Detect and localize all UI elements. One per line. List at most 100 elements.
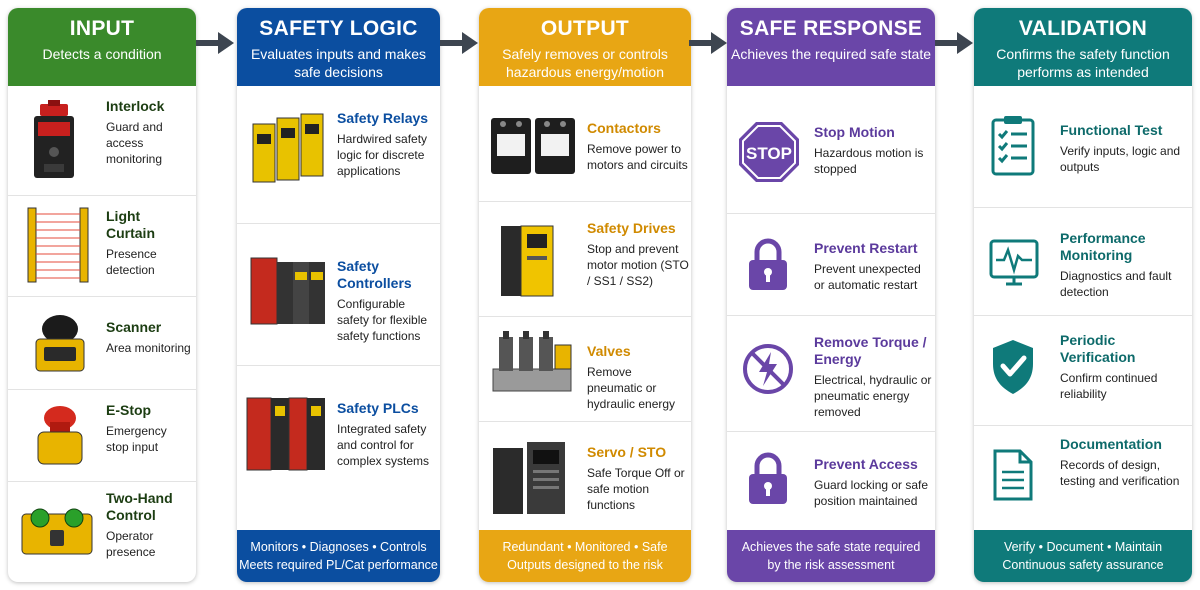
validation-items: Functional Test Verify inputs, logic and… xyxy=(974,86,1192,530)
input-item-name: Interlock xyxy=(106,98,165,114)
validation-item-documentation: Documentation Records of design, testing… xyxy=(974,426,1192,530)
response-header: SAFE RESPONSE Achieves the required safe… xyxy=(727,8,935,86)
response-item-stop-motion: STOP Stop Motion Hazardous motion is sto… xyxy=(727,86,935,214)
logic-footer-line2: Meets required PL/Cat performance xyxy=(239,558,438,572)
input-item-desc: Area monitoring xyxy=(106,341,191,355)
logic-header: SAFETY LOGIC Evaluates inputs and makes … xyxy=(237,8,440,86)
logic-item-name: Safety Controllers xyxy=(337,258,412,291)
validation-item-name: Functional Test xyxy=(1060,122,1163,138)
logic-item-desc: Configurable safety for flexible safety … xyxy=(337,297,428,343)
input-item-name: E-Stop xyxy=(106,402,152,418)
validation-subtitle: Confirms the safety function performs as… xyxy=(996,46,1170,80)
shield-check-icon xyxy=(990,338,1036,401)
response-subtitle: Achieves the required safe state xyxy=(730,46,931,62)
validation-item-periodic-verification: Periodic Verification Confirm continued … xyxy=(974,316,1192,426)
output-item-valves: Valves Remove pneumatic or hydraulic ene… xyxy=(479,317,691,422)
valves-image xyxy=(489,329,575,412)
output-item-desc: Stop and prevent motor motion (STO / SS1… xyxy=(587,242,689,288)
output-item-desc: Remove power to motors and circuits xyxy=(587,142,688,172)
input-item-interlock: Interlock Guard and access monitoring xyxy=(8,86,196,196)
logic-footer: Monitors • Diagnoses • Controls Meets re… xyxy=(237,530,440,582)
padlock-icon xyxy=(747,452,789,511)
response-title: SAFE RESPONSE xyxy=(739,17,923,40)
response-item-name: Prevent Restart xyxy=(814,240,918,256)
interlock-switch-image xyxy=(26,100,82,191)
output-item-safety-drives: Safety Drives Stop and prevent motor mot… xyxy=(479,202,691,317)
contactors-image xyxy=(489,112,577,183)
right-arrow-icon xyxy=(440,32,478,54)
validation-title: VALIDATION xyxy=(1018,17,1148,40)
input-items: Interlock Guard and access monitoring xyxy=(8,86,196,582)
logic-item-safety-relays: Safety Relays Hardwired safety logic for… xyxy=(237,86,440,224)
validation-item-name: Periodic Verification xyxy=(1060,332,1136,365)
two-hand-control-image xyxy=(20,500,94,565)
logic-item-safety-controllers: Safety Controllers Configurable safety f… xyxy=(237,224,440,366)
output-item-name: Safety Drives xyxy=(587,220,676,236)
logic-item-desc: Integrated safety and control for comple… xyxy=(337,422,430,468)
output-item-servo-sto: Servo / STO Safe Torque Off or safe moti… xyxy=(479,422,691,530)
output-footer: Redundant • Monitored • Safe Outputs des… xyxy=(479,530,691,582)
servo-drive-image xyxy=(489,438,569,523)
output-item-name: Contactors xyxy=(587,120,661,136)
validation-item-desc: Confirm continued reliability xyxy=(1060,371,1158,401)
output-title: OUTPUT xyxy=(540,17,630,40)
response-item-name: Prevent Access xyxy=(814,456,918,472)
output-footer-line2: Outputs designed to the risk xyxy=(507,558,663,572)
right-arrow-icon xyxy=(196,32,234,54)
input-item-name: Light Curtain xyxy=(106,208,155,241)
response-item-prevent-restart: Prevent Restart Prevent unexpected or au… xyxy=(727,214,935,316)
safety-controllers-image xyxy=(247,252,329,337)
input-item-name: Scanner xyxy=(106,319,162,335)
no-energy-icon xyxy=(741,342,795,401)
response-item-desc: Guard locking or safe position maintaine… xyxy=(814,478,929,508)
input-item-desc: Emergency stop input xyxy=(106,424,167,454)
response-items: STOP Stop Motion Hazardous motion is sto… xyxy=(727,86,935,530)
logic-item-desc: Hardwired safety logic for discrete appl… xyxy=(337,132,428,178)
safety-relays-image xyxy=(249,110,327,195)
padlock-icon xyxy=(747,238,789,297)
input-item-name: Two-Hand Control xyxy=(106,490,173,523)
logic-title: SAFETY LOGIC xyxy=(259,17,418,40)
input-item-desc: Presence detection xyxy=(106,247,157,277)
output-item-contactors: Contactors Remove power to motors and ci… xyxy=(479,86,691,202)
response-item-desc: Prevent unexpected or automatic restart xyxy=(814,262,921,292)
input-item-e-stop: E-Stop Emergency stop input xyxy=(8,390,196,482)
output-item-name: Valves xyxy=(587,343,631,359)
logic-item-name: Safety Relays xyxy=(337,110,429,126)
logic-item-safety-plcs: Safety PLCs Integrated safety and contro… xyxy=(237,366,440,530)
validation-item-functional-test: Functional Test Verify inputs, logic and… xyxy=(974,86,1192,208)
validation-column: VALIDATION Confirms the safety function … xyxy=(974,8,1192,582)
response-footer-line2: by the risk assessment xyxy=(767,558,895,572)
logic-subtitle: Evaluates inputs and makes safe decision… xyxy=(250,46,427,80)
response-item-name: Stop Motion xyxy=(814,124,895,140)
input-column: INPUT Detects a condition Interlock Guar… xyxy=(8,8,196,582)
area-scanner-image xyxy=(30,311,90,382)
checklist-icon xyxy=(990,114,1036,181)
safety-logic-column: SAFETY LOGIC Evaluates inputs and makes … xyxy=(237,8,440,582)
response-footer: Achieves the safe state required by the … xyxy=(727,530,935,582)
input-title: INPUT xyxy=(69,17,135,40)
validation-footer: Verify • Document • Maintain Continuous … xyxy=(974,530,1192,582)
validation-item-name: Performance Monitoring xyxy=(1060,230,1146,263)
output-items: Contactors Remove power to motors and ci… xyxy=(479,86,691,530)
response-item-name: Remove Torque / Energy xyxy=(814,334,927,367)
response-item-remove-torque: Remove Torque / Energy Electrical, hydra… xyxy=(727,316,935,432)
validation-item-desc: Diagnostics and fault detection xyxy=(1060,269,1172,299)
validation-item-performance-monitoring: Performance Monitoring Diagnostics and f… xyxy=(974,208,1192,316)
stop-sign-text: STOP xyxy=(746,144,792,163)
input-item-desc: Operator presence xyxy=(106,529,156,559)
response-footer-line1: Achieves the safe state required xyxy=(741,540,921,554)
safety-plcs-image xyxy=(245,392,329,483)
input-item-desc: Guard and access monitoring xyxy=(106,120,163,166)
logic-footer-line1: Monitors • Diagnoses • Controls xyxy=(250,540,427,554)
validation-footer-line1: Verify • Document • Maintain xyxy=(1003,540,1163,554)
light-curtain-image xyxy=(24,206,94,289)
input-item-light-curtain: Light Curtain Presence detection xyxy=(8,196,196,297)
validation-header: VALIDATION Confirms the safety function … xyxy=(974,8,1192,86)
response-item-desc: Electrical, hydraulic or pneumatic energ… xyxy=(814,373,932,419)
output-item-desc: Safe Torque Off or safe motion functions xyxy=(587,466,685,512)
safety-drive-image xyxy=(497,222,557,307)
document-icon xyxy=(992,448,1034,507)
validation-item-name: Documentation xyxy=(1060,436,1162,452)
validation-item-desc: Records of design, testing and verificat… xyxy=(1060,458,1180,488)
